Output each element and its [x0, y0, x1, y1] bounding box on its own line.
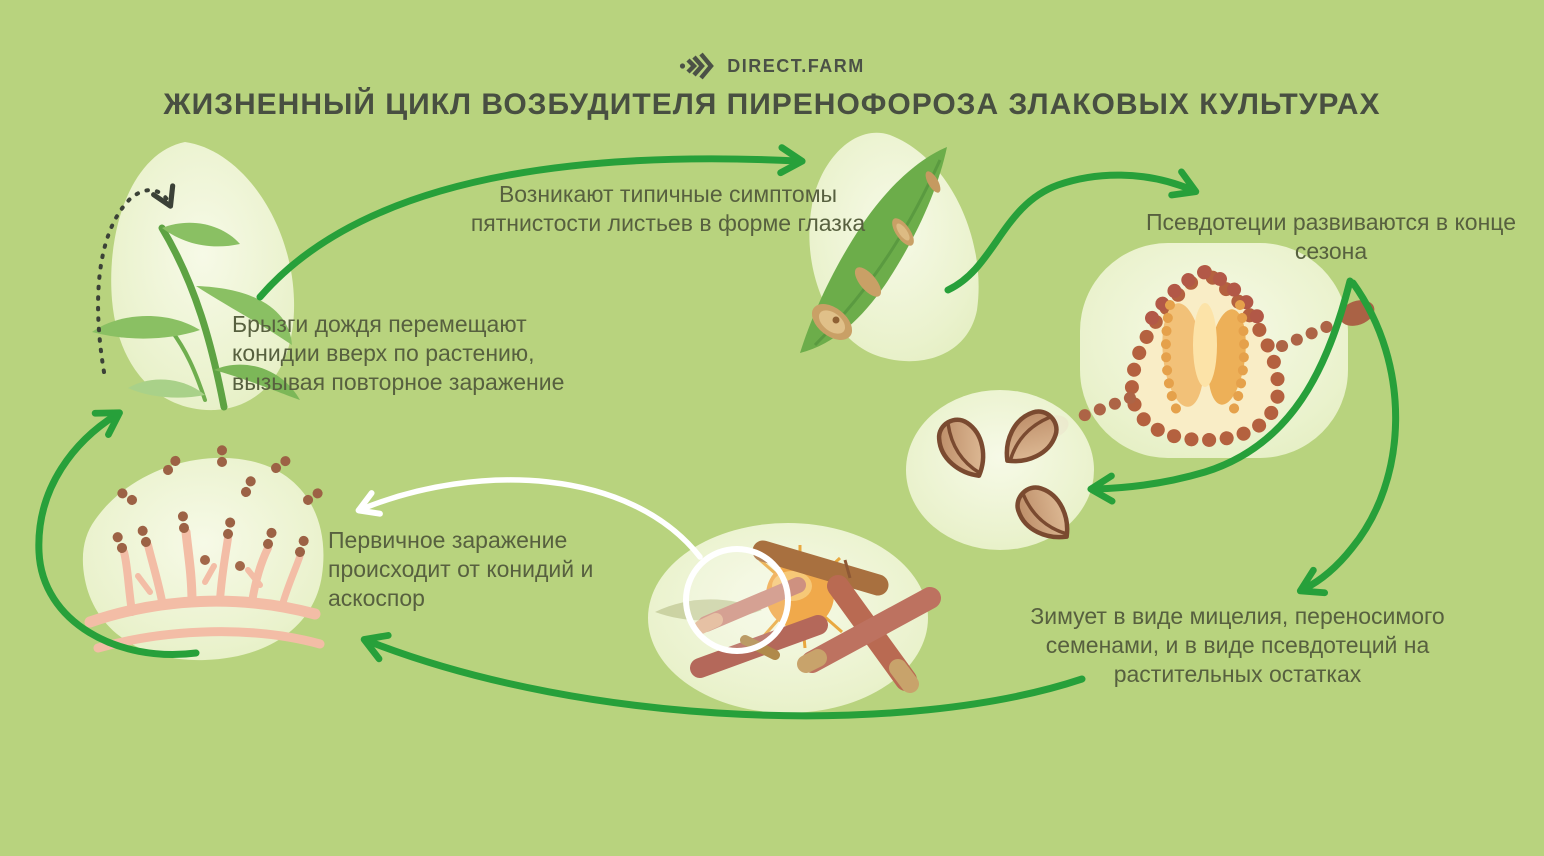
- illustration-plant-debris: [648, 523, 941, 713]
- brand-name: DIRECT.FARM: [727, 55, 865, 76]
- label-pseudothecia: Псевдотеции развиваются в конце сезона: [1146, 209, 1516, 265]
- illustration-young-plant: [92, 142, 300, 411]
- illustration-pseudothecium: [1035, 243, 1375, 458]
- triple-chevron-right-icon: [680, 52, 715, 80]
- arrow-overwintering-to-conidia: [360, 632, 1086, 720]
- brand-logo: DIRECT.FARM: [0, 52, 1544, 80]
- illustration-conidiophores: [82, 436, 326, 661]
- magnifier-circle: [683, 546, 791, 654]
- arrow-plant-to-leaf: [256, 144, 806, 301]
- label-primary-infection: Первичное заражение происходит от кониди…: [328, 527, 594, 612]
- label-rain-splash: Брызги дождя перемещают конидии вверх по…: [232, 311, 565, 396]
- arrow-pseudothecia-to-seeds: [1087, 277, 1354, 505]
- page-title: ЖИЗНЕННЫЙ ЦИКЛ ВОЗБУДИТЕЛЯ ПИРЕНОФОРОЗА …: [163, 88, 1381, 121]
- arrow-leaf-to-pseudothecia: [944, 168, 1200, 294]
- label-symptoms: Возникают типичные симптомы пятнистости …: [470, 181, 866, 237]
- dotted-arrow-conidia-up-plant: [96, 183, 176, 374]
- illustration-infected-leaf: [800, 132, 979, 362]
- arrow-pseudothecia-to-overwintering: [1296, 279, 1400, 597]
- illustration-seeds: [906, 390, 1094, 550]
- white-arrow-debris-to-primary-infection: [355, 477, 703, 560]
- label-overwintering: Зимует в виде мицелия, переносимого семе…: [1030, 603, 1445, 688]
- arrow-conidia-to-plant: [35, 409, 200, 658]
